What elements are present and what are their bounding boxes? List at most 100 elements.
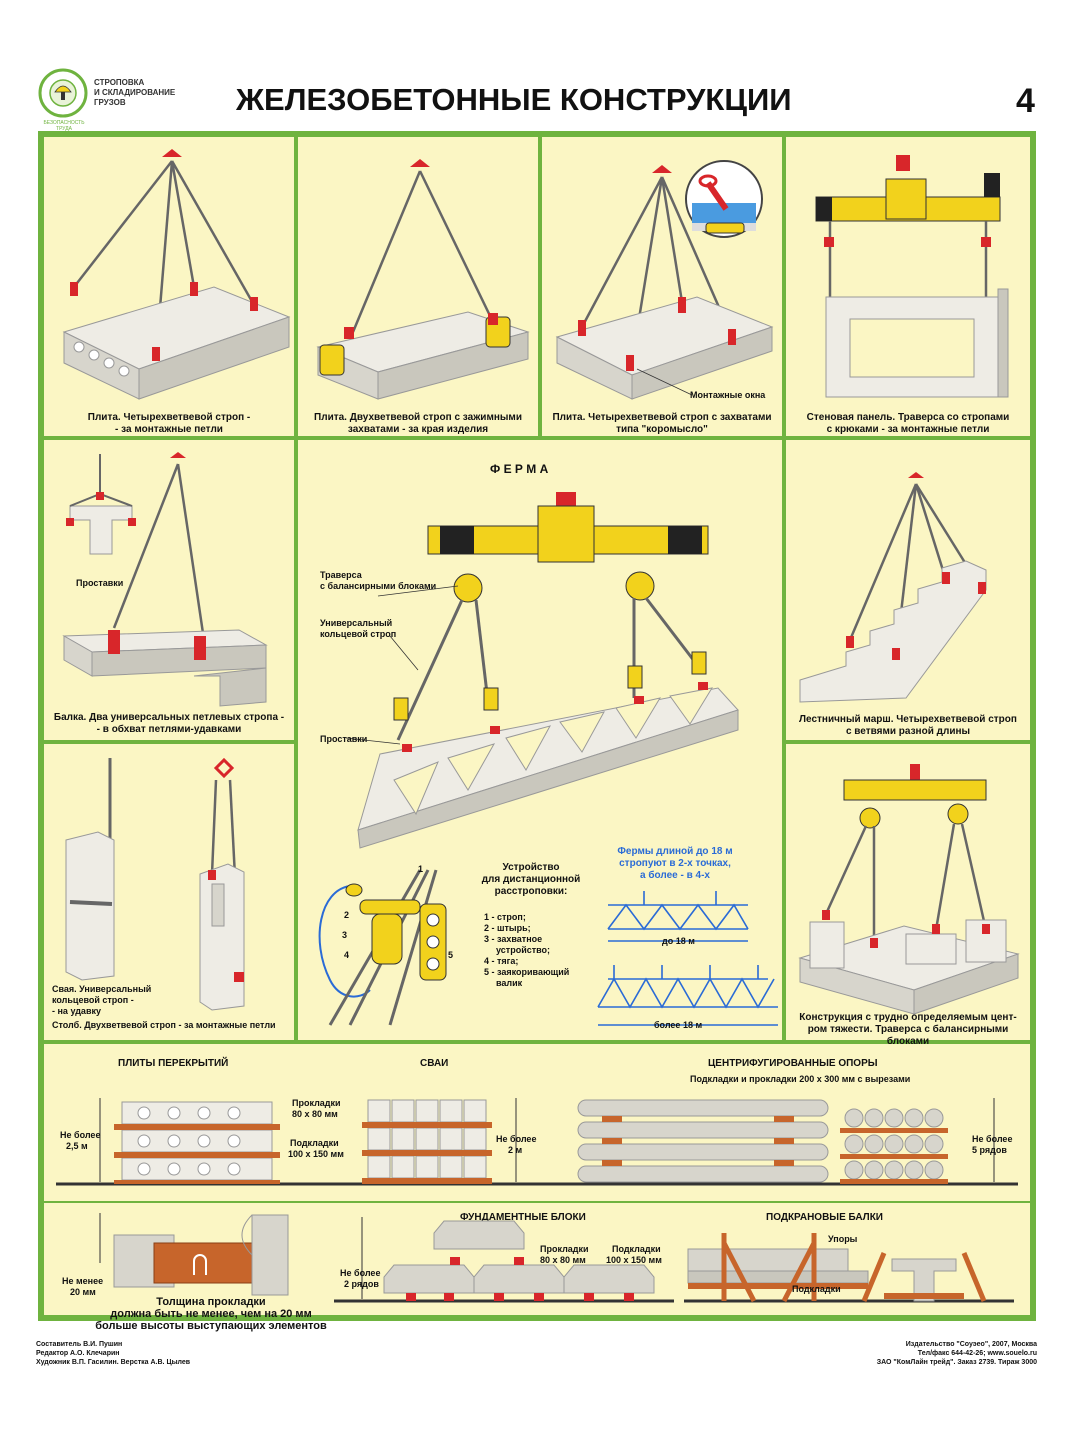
slab-four-leg-illustration — [62, 149, 291, 400]
pile-caption-3: - на удавку — [52, 1006, 101, 1016]
blocks-max-1: Не более — [340, 1268, 381, 1278]
footer-left-1: Составитель В.И. Пушин — [36, 1341, 123, 1348]
beam-caption-1: Балка. Два универсальных петлевых стропа… — [53, 712, 285, 723]
footer-left-3: Художник В.П. Гасилин. Верстка А.В. Цыле… — [36, 1359, 191, 1366]
storage-piles-title: СВАИ — [420, 1058, 449, 1069]
callout-5: 5 — [448, 950, 454, 960]
storage-poles-title: ЦЕНТРИФУГИРОВАННЫЕ ОПОРЫ — [708, 1058, 878, 1069]
lower-frame-right — [1030, 1203, 1036, 1315]
device-item-4: устройство; — [496, 945, 551, 955]
pile-caption-1: Свая. Универсальный — [52, 984, 152, 994]
lower-frame-left — [38, 1203, 44, 1315]
stairs-illustration — [799, 472, 987, 703]
thickness-note-3: больше высоты выступающих элементов — [95, 1320, 327, 1332]
slab-rocker-caption-1: Плита. Четырехветвевой строп с захватами — [552, 412, 772, 423]
crane-pads-label: Подкладки — [792, 1284, 841, 1294]
pile-caption-2: кольцевой строп - — [52, 995, 134, 1005]
poles-max-1: Не более — [972, 1134, 1013, 1144]
lower-frame-bottom — [38, 1315, 1036, 1321]
slabs-spacer-a-2: 80 х 80 мм — [292, 1109, 338, 1119]
pile-illustration — [65, 757, 245, 1011]
cog-caption-1: Конструкция с трудно определяемым цент- — [799, 1012, 1017, 1023]
series-line-3: ГРУЗОВ — [94, 98, 126, 107]
label-ring-sling-1: Универсальный — [320, 618, 393, 628]
crane-stops-label: Упоры — [828, 1234, 858, 1244]
slab-two-leg-caption-1: Плита. Двухветвевой строп с зажимными — [314, 412, 522, 423]
logo-emblem — [38, 68, 88, 118]
page-number: 4 — [1016, 82, 1035, 120]
logo-ring-text: БЕЗОПАСНОСТЬ ТРУДА — [43, 120, 85, 132]
series-line-1: СТРОПОВКА — [94, 78, 145, 87]
cog-illustration — [798, 764, 1020, 1015]
device-item-5: 4 - тяга; — [484, 956, 519, 966]
slab-two-leg-illustration — [316, 159, 530, 400]
truss-rule-1: Фермы длиной до 18 м — [617, 846, 733, 857]
thickness-min-2: 20 мм — [70, 1287, 96, 1297]
storage-poles-subtitle: Подкладки и прокладки 200 х 300 мм с выр… — [690, 1074, 911, 1084]
dim-up-to-18m: до 18 м — [662, 936, 695, 946]
footer-right-2: Тел/факс 644-42-26; www.souelo.ru — [917, 1350, 1037, 1357]
truss-illustration — [345, 492, 739, 849]
device-title-2: для дистанционной — [481, 874, 581, 885]
slabs-spacer-b-2: 100 х 150 мм — [288, 1149, 344, 1159]
device-item-2: 2 - штырь; — [484, 923, 531, 933]
callout-4: 4 — [344, 950, 350, 960]
storage-crane-title: ПОДКРАНОВЫЕ БАЛКИ — [766, 1212, 883, 1223]
slabs-max-2: 2,5 м — [66, 1141, 88, 1151]
poles-max-2: 5 рядов — [972, 1145, 1007, 1155]
label-mounting-windows: Монтажные окна — [690, 390, 766, 400]
device-item-1: 1 - строп; — [484, 912, 526, 922]
slab-four-leg-caption-1: Плита. Четырехветвевой строп - — [87, 412, 251, 423]
beam-caption-2: - в обхват петлями-удавками — [96, 724, 242, 735]
cog-caption-2: ром тяжести. Траверса с балансирными бло… — [807, 1024, 1009, 1047]
slabs-max-1: Не более — [60, 1130, 101, 1140]
thickness-min-1: Не менее — [62, 1276, 104, 1286]
piles-max-2: 2 м — [508, 1145, 523, 1155]
storage-top-illustration — [56, 1098, 1018, 1186]
storage-bottom-illustration — [99, 1213, 1014, 1303]
wall-panel-caption-1: Стеновая панель. Траверса со стропами — [806, 412, 1010, 423]
slab-two-leg-caption-2: захватами - за края изделия — [347, 424, 489, 435]
label-truss-spacers: Проставки — [320, 734, 368, 744]
stairs-caption-2: с ветвями разной длины — [845, 726, 971, 737]
label-beam-spacers: Проставки — [76, 578, 124, 588]
slab-rocker-caption-2: типа "коромысло" — [616, 424, 708, 435]
footer-left-2: Редактор А.О. Клечарин — [36, 1350, 120, 1357]
callout-3: 3 — [342, 930, 348, 940]
wall-panel-illustration — [815, 155, 1009, 398]
footer-right-1: Издательство "Соуэео", 2007, Москва — [905, 1341, 1037, 1348]
stairs-caption-1: Лестничный марш. Четырехветвевой строп — [799, 714, 1017, 725]
device-item-7: валик — [496, 978, 523, 988]
truss-rule-2: стропуют в 2-х точках, — [619, 858, 731, 869]
footer-right-3: ЗАО "КомЛайн трейд". Заказ 2739. Тираж 3… — [876, 1359, 1037, 1366]
storage-slabs-title: ПЛИТЫ ПЕРЕКРЫТИЙ — [118, 1058, 229, 1069]
label-ring-sling-2: кольцевой строп — [320, 629, 397, 639]
slabs-spacer-b-1: Подкладки — [290, 1138, 339, 1148]
truss-title: Ф Е Р М А — [490, 462, 549, 476]
callout-2: 2 — [344, 910, 350, 920]
series-line-2: И СКЛАДИРОВАНИЕ — [94, 88, 176, 97]
thickness-note-2: должна быть не менее, чем на 20 мм — [110, 1308, 312, 1320]
device-item-6: 5 - заякоривающий — [484, 967, 570, 977]
blocks-max-2: 2 рядов — [344, 1279, 379, 1289]
device-item-3: 3 - захватное — [484, 934, 543, 944]
blocks-spacer-b-2: 100 х 150 мм — [606, 1255, 662, 1265]
piles-max-1: Не более — [496, 1134, 537, 1144]
remote-release-device-illustration — [318, 869, 447, 1026]
truss-scheme-diagram — [597, 891, 778, 1026]
dim-over-18m: более 18 м — [654, 1020, 703, 1030]
pile-caption-4: Столб. Двухветвевой строп - за монтажные… — [52, 1020, 276, 1030]
slab-rocker-illustration — [555, 160, 774, 400]
beam-illustration — [62, 452, 268, 707]
thickness-note-1: Толщина прокладки — [156, 1296, 266, 1308]
blocks-spacer-b-1: Подкладки — [612, 1244, 661, 1254]
slabs-spacer-a-1: Прокладки — [292, 1098, 341, 1108]
device-title-1: Устройство — [502, 862, 560, 873]
slab-four-leg-caption-2: - за монтажные петли — [115, 424, 223, 435]
wall-panel-caption-2: с крюками - за монтажные петли — [826, 424, 990, 435]
blocks-spacer-a-2: 80 х 80 мм — [540, 1255, 586, 1265]
callout-1: 1 — [418, 864, 424, 874]
label-traverse-1: Траверса — [320, 570, 362, 580]
blocks-spacer-a-1: Прокладки — [540, 1244, 589, 1254]
storage-blocks-title: ФУНДАМЕНТНЫЕ БЛОКИ — [460, 1212, 586, 1223]
